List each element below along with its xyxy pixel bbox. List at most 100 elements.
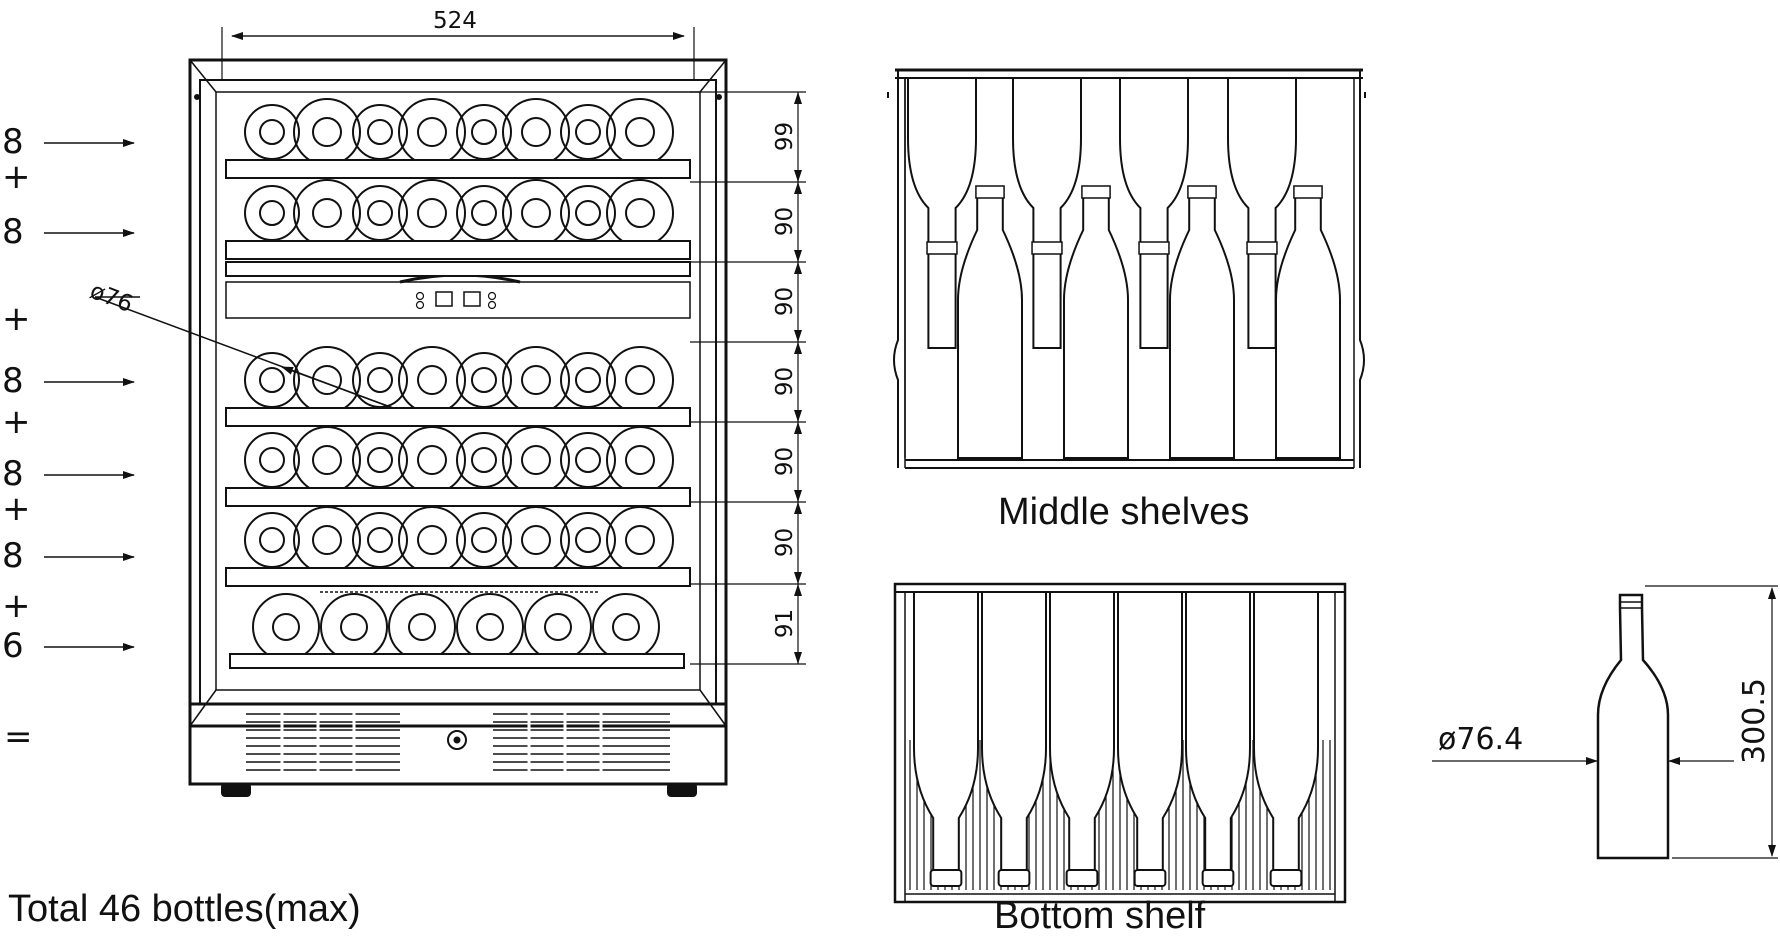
shelf-rail <box>225 487 691 507</box>
foot-left <box>221 783 251 797</box>
bottle-end <box>293 426 361 494</box>
bottle-cap <box>1133 869 1167 887</box>
bottle-end <box>606 426 674 494</box>
bottle-end <box>244 432 300 488</box>
bottle-end-inner <box>312 117 342 147</box>
shelf-pitch-label: 90 <box>772 286 799 317</box>
bottle-end-inner <box>312 445 342 475</box>
bottle-neck-ring <box>1031 241 1063 255</box>
bottle-cap <box>1065 869 1099 887</box>
lock-icon <box>447 730 467 750</box>
bottle-end-inner <box>340 613 368 641</box>
hinge-screw-top-right <box>716 94 722 100</box>
shelf-count-value: 8 <box>2 212 24 252</box>
bottle-end-inner <box>625 198 655 228</box>
shelf-count-operator: + <box>2 489 31 529</box>
bottle-end-inner <box>471 200 497 226</box>
bottle-detail-diameter-label: ø76.4 <box>1438 722 1524 757</box>
middle-bottle-down <box>907 77 977 349</box>
shelf-rail <box>225 240 691 260</box>
bottle-end <box>606 98 674 166</box>
shelf-pitch-dimensions <box>690 91 806 665</box>
bottle-neck-ring <box>1138 241 1170 255</box>
bottle-end-inner <box>259 447 285 473</box>
bottle-end-inner <box>259 527 285 553</box>
bottle-end <box>502 426 570 494</box>
bottle-end-inner <box>471 367 497 393</box>
middle-bottle-down <box>1012 77 1082 349</box>
bottle-end-inner <box>312 365 342 395</box>
bottle-cap <box>1269 869 1303 887</box>
shelf-rail <box>225 407 691 427</box>
shelf-pitch-label: 99 <box>772 121 799 152</box>
shelf-pitch-label: 90 <box>772 527 799 558</box>
bottle-end <box>502 98 570 166</box>
bottle-detail-view <box>1432 585 1778 860</box>
cabinet-glass <box>215 91 701 691</box>
bottle-end-inner <box>367 200 393 226</box>
bottle-end <box>293 179 361 247</box>
bottle-end-inner <box>625 445 655 475</box>
bottle-end-inner <box>471 119 497 145</box>
foot-right <box>667 783 697 797</box>
bottle-neck-ring <box>1293 185 1323 199</box>
cabinet-outer <box>188 58 728 728</box>
bottle-end-inner <box>575 200 601 226</box>
bottle-end-inner <box>575 367 601 393</box>
middle-bottle-up <box>1169 189 1235 459</box>
control-panel <box>225 281 691 319</box>
bottle-end <box>244 352 300 408</box>
bottle-cap <box>997 869 1031 887</box>
shelf-rail <box>225 159 691 179</box>
shelf-count-value: 8 <box>2 536 24 576</box>
bottle-end <box>524 593 592 661</box>
bottle-neck-ring <box>1246 241 1278 255</box>
bottle-diameter-leader <box>94 296 394 409</box>
bottle-cap <box>1201 869 1235 887</box>
bottle-end <box>252 593 320 661</box>
bottle-end-inner <box>476 613 504 641</box>
bottle-end <box>244 512 300 568</box>
middle-bottle-up <box>957 189 1023 459</box>
middle-bottle-up <box>1275 189 1341 459</box>
bottle-end-inner <box>417 198 447 228</box>
detail-bottle-outline <box>1596 593 1670 860</box>
bottle-end-inner <box>417 365 447 395</box>
middle-bottle-up <box>1063 189 1129 459</box>
bottle-end-inner <box>575 119 601 145</box>
bottle-end-inner <box>367 367 393 393</box>
middle-bottle-down <box>1119 77 1189 349</box>
bottle-end <box>606 506 674 574</box>
shelf-pitch-label: 91 <box>772 608 799 639</box>
bottle-end-inner <box>544 613 572 641</box>
bottle-end <box>502 346 570 414</box>
bottle-end-inner <box>417 117 447 147</box>
shelf-count-value: 8 <box>2 454 24 494</box>
bottle-end-inner <box>625 365 655 395</box>
shelf-pitch-label: 90 <box>772 446 799 477</box>
bottle-end-inner <box>575 527 601 553</box>
bottle-end-inner <box>625 117 655 147</box>
shelf-rail <box>229 653 685 669</box>
bottle-end-inner <box>521 198 551 228</box>
shelf-rail <box>225 567 691 587</box>
total-bottles-label: Total 46 bottles(max) <box>8 888 361 930</box>
width-dimension-line <box>221 27 695 80</box>
bottom-shelf-view <box>893 582 1347 904</box>
bottle-end-inner <box>521 365 551 395</box>
bottle-end-inner <box>367 119 393 145</box>
cabinet-base <box>188 702 728 786</box>
bottom-bottle <box>1185 591 1251 881</box>
bottle-end <box>293 346 361 414</box>
shelf-count-operator: + <box>2 299 31 339</box>
hinge-screw-top-left <box>194 94 200 100</box>
bottle-end <box>456 593 524 661</box>
bottle-end-inner <box>367 527 393 553</box>
shelf-pitch-label: 90 <box>772 206 799 237</box>
bottle-end-inner <box>259 200 285 226</box>
shelf-rail <box>225 261 691 277</box>
bottle-end <box>502 506 570 574</box>
bottle-end-inner <box>367 447 393 473</box>
